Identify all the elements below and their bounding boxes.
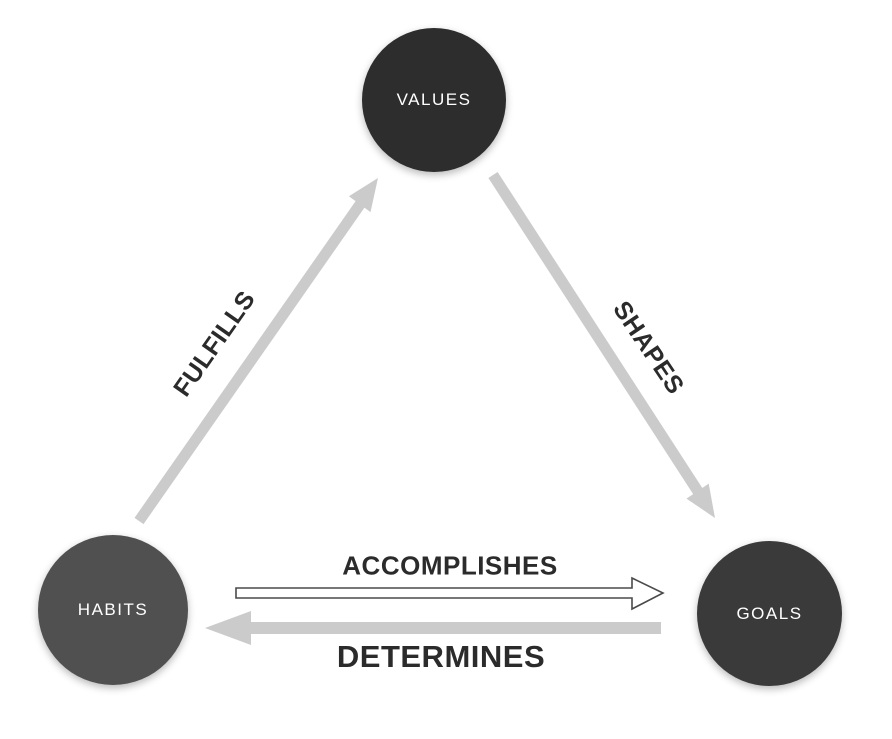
determines-arrow-icon [205, 611, 661, 645]
accomplishes-arrow-icon [235, 576, 665, 611]
shapes-arrow-icon [488, 172, 715, 518]
node-habits-label: HABITS [77, 600, 149, 619]
edge-label-determines: DETERMINES [336, 639, 546, 674]
node-goals-label: GOALS [736, 603, 803, 623]
node-goals: GOALS [697, 541, 842, 686]
node-values: VALUES [362, 28, 506, 172]
node-habits: HABITS [38, 535, 188, 685]
fulfills-arrow-icon [134, 178, 378, 525]
node-values-label: VALUES [396, 90, 472, 109]
edge-label-accomplishes: ACCOMPLISHES [342, 550, 558, 581]
